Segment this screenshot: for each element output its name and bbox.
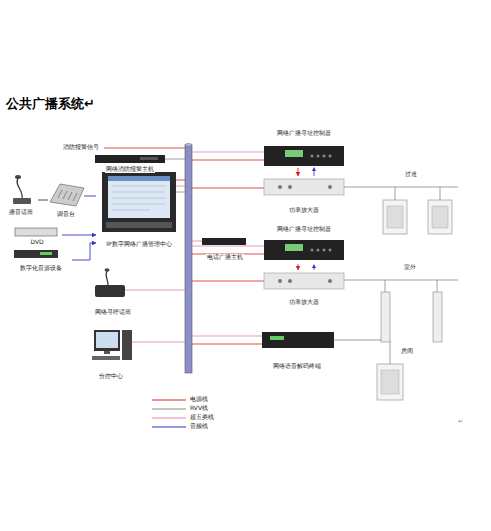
device-label: 电话广播主机 [206, 254, 244, 261]
device-box: 网络广播寻址控制器 [260, 130, 348, 168]
device-label: 功率放大器 [288, 207, 320, 214]
device-box: 调音台 [48, 178, 84, 218]
device-label: 网络广播寻址控制器 [276, 130, 332, 137]
device-label: DVD [29, 239, 44, 246]
device-label: 播音话筒 [8, 209, 34, 216]
area-label: 过道 [404, 171, 418, 178]
device-box: 网络语音解码终端 [258, 328, 336, 370]
device-label: 网络消防报警主机 [105, 166, 155, 173]
area-label: 室外 [403, 264, 417, 271]
connector [84, 196, 96, 197]
device-label: IP数字网络广播管理中心 [105, 241, 172, 248]
device-box: 网络广播寻址控制器 [260, 226, 348, 264]
legend-samples [152, 400, 186, 427]
device-label: 网络寻呼话筒 [94, 309, 132, 316]
device-label: 数字化音源设备 [19, 265, 63, 272]
device-box: 播音话筒 [4, 172, 38, 216]
page-title: 公共广播系统↵ [6, 95, 95, 113]
device-label: 网络语音解码终端 [272, 363, 322, 370]
area-label: 房间 [400, 348, 414, 355]
legend-text: 超五类线 [190, 414, 214, 421]
device-label: 功率放大器 [288, 299, 320, 306]
connector [72, 243, 96, 260]
area-label: 消防报警信号 [62, 144, 100, 151]
legend-text: 音频线 [190, 423, 208, 430]
device-label: 网络广播寻址控制器 [276, 226, 332, 233]
legend-text: RVV线 [190, 405, 208, 412]
device-box: DVD [12, 224, 62, 246]
device-box: 功率放大器 [260, 270, 348, 306]
device-box: 网络消防报警主机 [90, 153, 170, 173]
bus-cap [185, 144, 192, 147]
device-label: 分控中心 [98, 373, 124, 380]
device-box: 数字化音源设备 [10, 248, 72, 272]
wires [104, 148, 458, 364]
device-box: IP数字网络广播管理中心 [96, 170, 182, 248]
devices [13, 146, 452, 400]
device-box: 功率放大器 [260, 176, 348, 214]
device-box: 网络寻呼话筒 [86, 266, 140, 316]
connector [298, 168, 299, 176]
connector [38, 200, 48, 201]
area-label: ↵ [457, 418, 464, 425]
device-box: 电话广播主机 [196, 235, 254, 261]
connector [62, 235, 96, 236]
device-label: 调音台 [56, 211, 76, 218]
network-bus [185, 145, 192, 373]
legend-text: 电源线 [190, 396, 208, 403]
device-box: 分控中心 [88, 326, 134, 380]
connector [298, 264, 299, 270]
